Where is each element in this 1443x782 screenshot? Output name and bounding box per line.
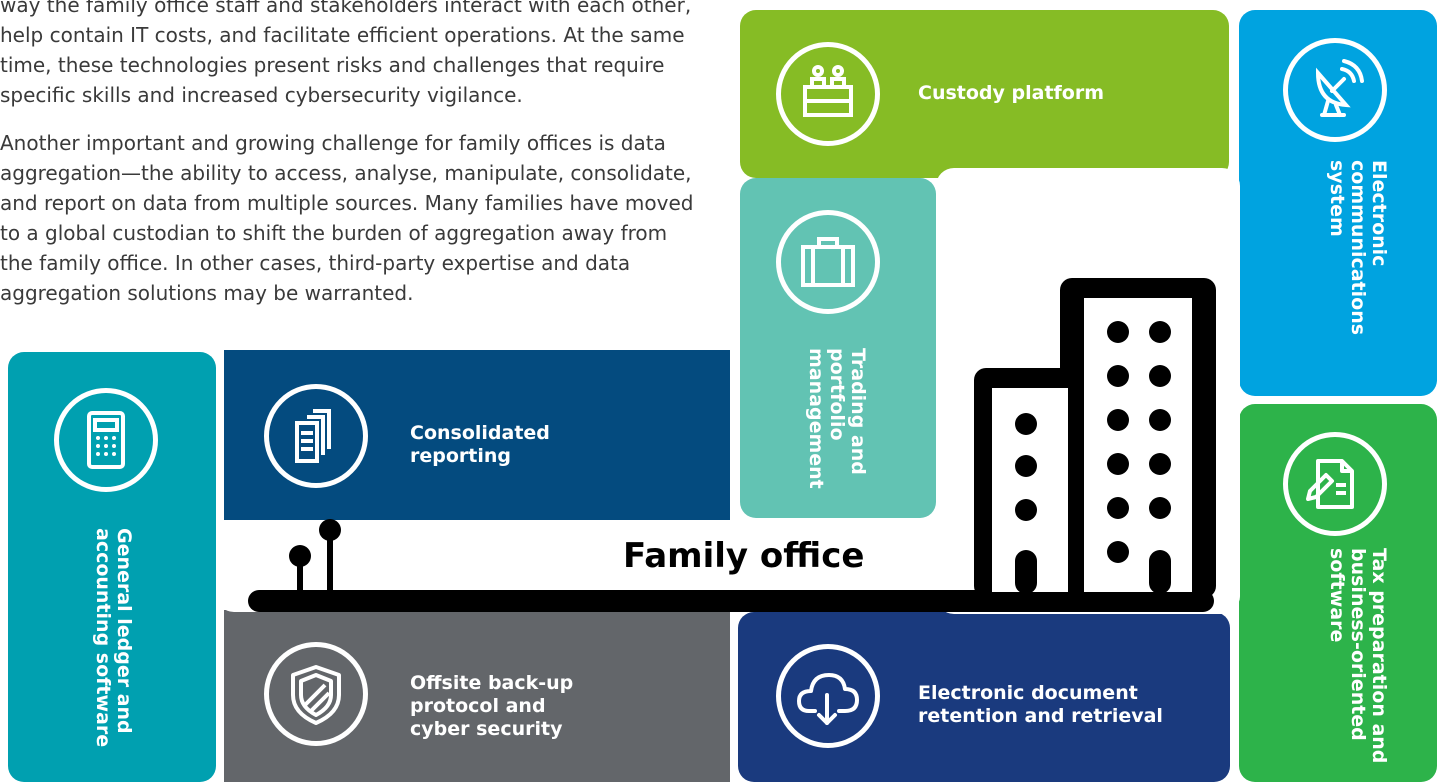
tax-circle <box>1283 432 1387 536</box>
consolidated-label: Consolidated reporting <box>410 422 550 467</box>
custody-label: Custody platform <box>918 82 1105 104</box>
intro-paragraph-1: way the family office staff and stakehol… <box>0 0 692 107</box>
offsite-label: Offsite back-up protocol and cyber secur… <box>410 672 574 740</box>
tile-document-retention: Electronic document retention and retrie… <box>738 612 1230 782</box>
custody-circle <box>776 42 880 146</box>
trading-circle <box>776 210 880 314</box>
custody-building-icon <box>803 65 853 117</box>
tile-electronic-comms: Electronic communications system <box>1239 10 1437 396</box>
consolidated-circle <box>264 384 368 488</box>
tile-consolidated-reporting: Consolidated reporting <box>224 350 730 520</box>
offsite-circle <box>264 642 368 746</box>
calculator-icon <box>87 411 125 469</box>
intro-text: way the family office staff and stakehol… <box>0 0 705 326</box>
tax-document-icon <box>1306 459 1354 509</box>
tile-offsite-backup: Offsite back-up protocol and cyber secur… <box>224 610 730 782</box>
shield-icon <box>291 665 341 725</box>
edr-label: Electronic document retention and retrie… <box>918 682 1163 727</box>
intro-paragraph-2: Another important and growing challenge … <box>0 131 694 305</box>
family-office-label: Family office <box>623 536 865 576</box>
ledger-circle <box>54 388 158 492</box>
tile-general-ledger: General ledger and accounting software <box>8 352 216 782</box>
tile-trading-portfolio: Trading and portfolio management <box>740 178 936 518</box>
briefcase-icon <box>801 237 855 287</box>
documents-icon <box>295 409 331 463</box>
tile-tax-preparation: Tax preparation and business-oriented so… <box>1239 404 1437 782</box>
comms-circle <box>1283 38 1387 142</box>
tile-custody-platform: Custody platform <box>740 10 1229 178</box>
satellite-dish-icon <box>1315 59 1364 117</box>
cloud-download-icon <box>797 673 859 725</box>
edr-circle <box>776 644 880 748</box>
